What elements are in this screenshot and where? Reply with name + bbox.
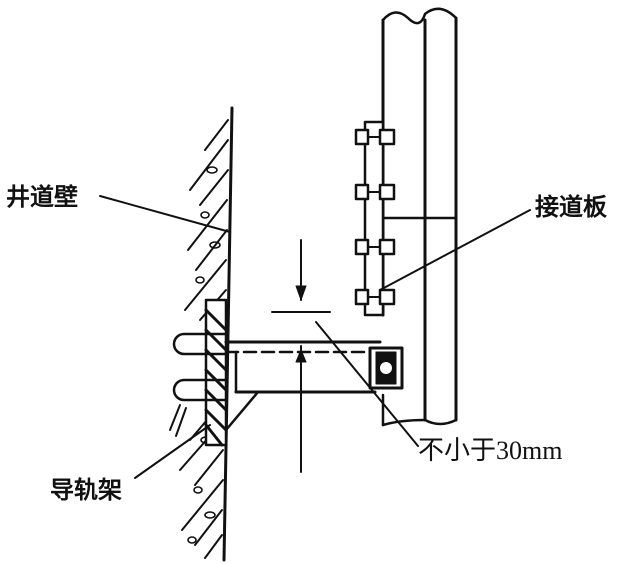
leader-fishplate — [379, 209, 531, 291]
leader-shaft-wall — [99, 195, 231, 233]
label-rail-bracket: 导轨架 — [50, 476, 122, 504]
anchor-bolts — [169, 298, 228, 447]
leader-lines — [99, 195, 531, 479]
label-shaft-wall: 井道壁 — [6, 183, 78, 211]
label-clearance: 不小于30mm — [418, 436, 563, 465]
clearance-dimension — [271, 239, 331, 473]
fishplate — [354, 120, 396, 317]
shaft-wall — [179, 106, 234, 562]
label-fishplate: 接道板 — [535, 193, 607, 221]
leader-clearance — [315, 321, 419, 447]
leader-rail-bracket — [134, 424, 211, 479]
rail-bracket — [224, 340, 404, 432]
guide-rail — [381, 7, 458, 427]
